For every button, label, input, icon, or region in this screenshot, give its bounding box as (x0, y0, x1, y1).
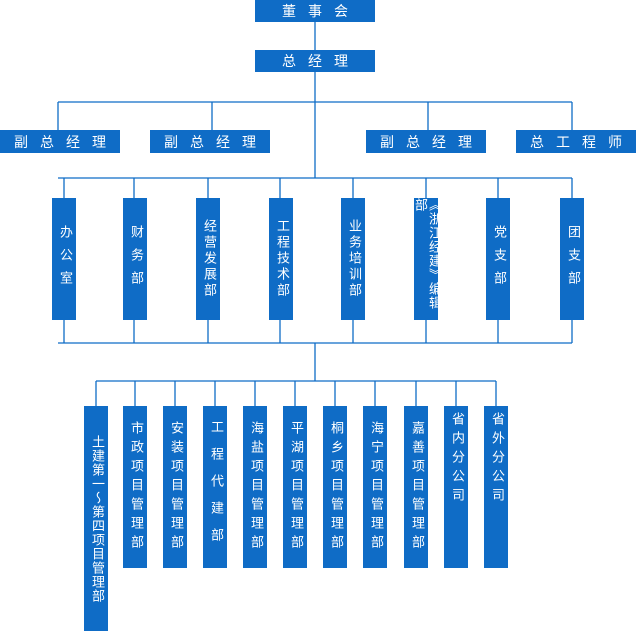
general-manager-box: 总经理 (255, 50, 375, 72)
project-label: 嘉善项目管理部 (409, 420, 424, 554)
department-label: 工程技术部 (274, 219, 289, 299)
project-label: 海宁项目管理部 (368, 420, 383, 554)
department-label: 财务部 (128, 224, 143, 294)
vice-manager-label: 副总经理 (164, 134, 268, 151)
project-label: 安装项目管理部 (168, 420, 183, 554)
project-label: 桐乡项目管理部 (328, 420, 343, 554)
project-label: 省外分公司 (489, 412, 504, 507)
project-label: 海盐项目管理部 (248, 420, 263, 554)
project-box: 海盐项目管理部 (243, 406, 267, 568)
vice-manager-box: 副总经理 (0, 130, 120, 153)
department-box: 业务培训部 (341, 198, 365, 320)
project-box: 平湖项目管理部 (283, 406, 307, 568)
department-box: 经营发展部 (196, 198, 220, 320)
project-box: 嘉善项目管理部 (404, 406, 428, 568)
department-label: 业务培训部 (346, 219, 361, 299)
vice-manager-box: 副总经理 (150, 130, 270, 153)
department-label: 党支部 (491, 224, 506, 294)
department-box: 办公室 (52, 198, 76, 320)
vice-manager-label: 副总经理 (14, 134, 118, 151)
chief-engineer-box: 总工程师 (516, 130, 636, 153)
project-label: 平湖项目管理部 (288, 420, 303, 554)
department-box: 财务部 (123, 198, 147, 320)
department-box: 《浙江经建》编辑部 (412, 198, 441, 320)
department-label: 《浙江经建》编辑部 (412, 198, 441, 310)
department-label: 团支部 (565, 224, 580, 294)
project-box: 市政项目管理部 (123, 406, 147, 568)
department-label: 办公室 (57, 224, 72, 294)
project-box: 省外分公司 (484, 406, 508, 568)
project-label: 土建第一～第四项目管理部 (89, 434, 104, 603)
project-label: 市政项目管理部 (128, 420, 143, 554)
department-box: 工程技术部 (269, 198, 293, 320)
project-box: 土建第一～第四项目管理部 (84, 406, 108, 631)
project-box: 省内分公司 (444, 406, 468, 568)
project-label: 省内分公司 (449, 412, 464, 507)
department-label: 经营发展部 (201, 219, 216, 299)
department-box: 党支部 (486, 198, 510, 320)
project-box: 桐乡项目管理部 (323, 406, 347, 568)
board-box: 董事会 (255, 0, 375, 22)
project-box: 海宁项目管理部 (363, 406, 387, 568)
board-label: 董事会 (282, 4, 360, 20)
project-box: 安装项目管理部 (163, 406, 187, 568)
department-box: 团支部 (560, 198, 584, 320)
vice-manager-label: 副总经理 (380, 134, 484, 151)
chief-engineer-label: 总工程师 (530, 134, 634, 151)
project-label: 工程代建部 (208, 419, 223, 555)
vice-manager-box: 副总经理 (366, 130, 486, 153)
project-box: 工程代建部 (203, 406, 227, 568)
general-manager-label: 总经理 (282, 54, 360, 70)
